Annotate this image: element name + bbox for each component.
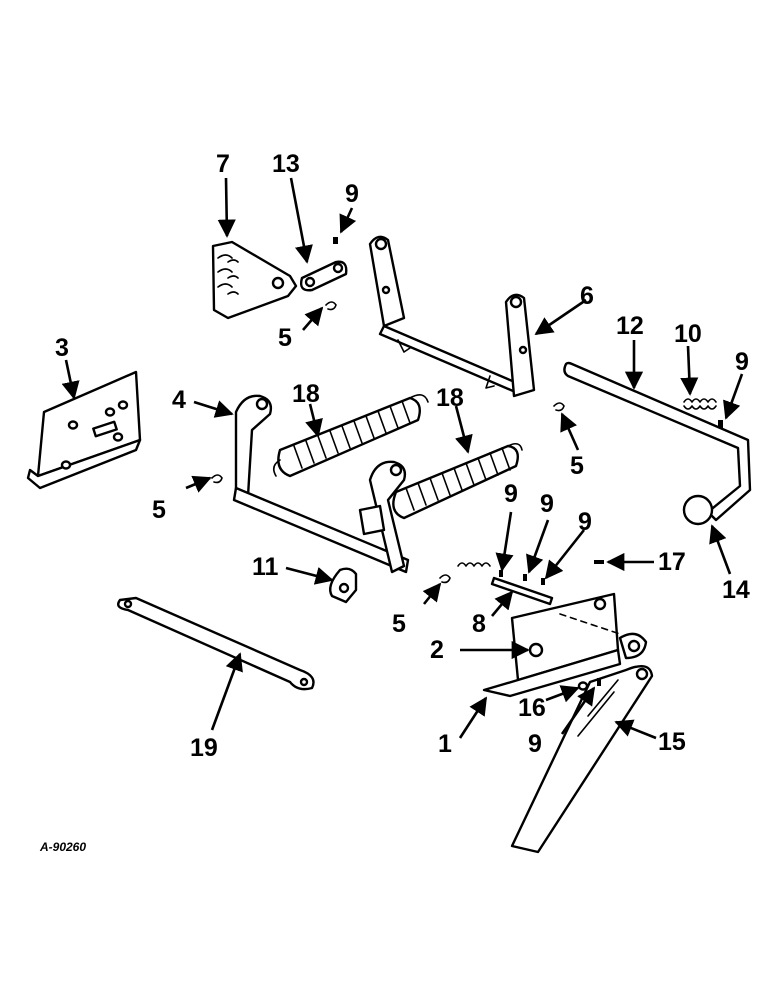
part-9-pins-middle bbox=[499, 570, 545, 585]
callout-5c: 5 bbox=[152, 496, 166, 524]
callout-12: 12 bbox=[616, 312, 644, 340]
callout-7: 7 bbox=[216, 150, 230, 178]
callout-19: 19 bbox=[190, 734, 218, 762]
callout-9b: 9 bbox=[735, 348, 749, 376]
callout-14: 14 bbox=[722, 576, 750, 604]
part-4-lever-shaft bbox=[232, 394, 410, 574]
callout-8: 8 bbox=[472, 610, 486, 638]
callout-1: 1 bbox=[438, 730, 452, 758]
callout-13: 13 bbox=[272, 150, 300, 178]
part-12-rod bbox=[563, 361, 752, 522]
part-15-pedal-lever bbox=[510, 664, 654, 854]
part-5-clip-d bbox=[439, 574, 451, 584]
part-small-spring bbox=[457, 562, 491, 567]
part-7-detent-plate bbox=[211, 240, 298, 320]
part-3-angle-bracket bbox=[26, 370, 142, 490]
callout-11: 11 bbox=[252, 553, 279, 581]
callout-18b: 18 bbox=[436, 384, 464, 412]
callout-16: 16 bbox=[518, 694, 546, 722]
callout-15: 15 bbox=[658, 728, 686, 756]
callout-5a: 5 bbox=[278, 324, 292, 352]
callout-9c: 9 bbox=[504, 480, 518, 508]
part-5-clip-a bbox=[325, 301, 337, 311]
callout-9d: 9 bbox=[540, 490, 554, 518]
leader-arrows bbox=[61, 177, 744, 740]
part-18-spring-a bbox=[272, 394, 429, 478]
callout-4: 4 bbox=[172, 386, 186, 414]
part-5-clip-c bbox=[211, 474, 223, 484]
part-14-knob bbox=[682, 494, 714, 526]
part-17-pin bbox=[594, 560, 604, 564]
callout-17: 17 bbox=[658, 548, 686, 576]
part-11-stop bbox=[329, 567, 358, 604]
callout-6: 6 bbox=[580, 282, 594, 310]
callout-10: 10 bbox=[674, 320, 702, 348]
callout-3: 3 bbox=[55, 334, 69, 362]
part-1-bracket bbox=[482, 592, 648, 698]
callout-5d: 5 bbox=[392, 610, 406, 638]
part-6-lever-shaft bbox=[368, 235, 536, 398]
callout-9f: 9 bbox=[528, 730, 542, 758]
part-5-clip-b bbox=[553, 402, 565, 412]
part-18-spring-b bbox=[392, 442, 523, 520]
callout-18a: 18 bbox=[292, 380, 320, 408]
part-8-pin bbox=[490, 576, 554, 606]
part-10-spring bbox=[683, 398, 717, 410]
callout-9a: 9 bbox=[345, 180, 359, 208]
part-9-pin-rod bbox=[718, 420, 723, 428]
part-13-link bbox=[299, 260, 348, 292]
part-19-link-rod bbox=[117, 596, 315, 691]
part-9-pin-top bbox=[333, 237, 338, 244]
drawing-number: A-90260 bbox=[39, 840, 86, 854]
callout-2: 2 bbox=[430, 636, 444, 664]
callout-5b: 5 bbox=[570, 452, 584, 480]
callout-9e: 9 bbox=[578, 508, 592, 536]
